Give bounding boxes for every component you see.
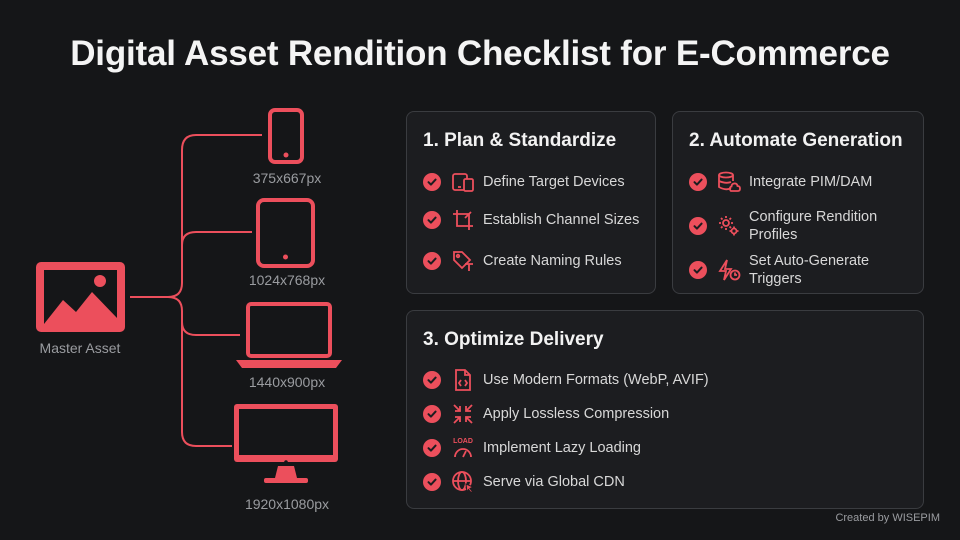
card-optimize-delivery: 3. Optimize Delivery Use Modern Formats … (406, 310, 924, 509)
checklist-item: Configure Rendition Profiles (689, 208, 899, 244)
checklist-item: Serve via Global CDN (423, 470, 625, 494)
checklist-item: Integrate PIM/DAM (689, 170, 872, 194)
page-title: Digital Asset Rendition Checklist for E-… (70, 34, 890, 73)
check-icon (423, 211, 441, 229)
connector-lines (130, 134, 262, 447)
card-title: 2. Automate Generation (689, 130, 903, 151)
check-icon (689, 217, 707, 235)
checklist-item: Apply Lossless Compression (423, 402, 669, 426)
connector-monitor (181, 320, 232, 447)
item-text: Use Modern Formats (WebP, AVIF) (483, 372, 709, 388)
check-icon (423, 252, 441, 270)
card-title: 1. Plan & Standardize (423, 130, 617, 151)
code-file-icon (451, 368, 475, 392)
monitor-icon (234, 404, 338, 483)
compress-icon (451, 402, 475, 426)
check-icon (689, 261, 707, 279)
item-text: Integrate PIM/DAM (749, 174, 873, 190)
crop-icon (451, 208, 475, 232)
rendition-label-tablet: 1024x768px (248, 272, 326, 288)
check-icon (423, 405, 441, 423)
check-icon (423, 173, 441, 191)
checklist-item: Define Target Devices (423, 170, 625, 194)
item-text: Serve via Global CDN (483, 474, 625, 490)
connector-laptop (167, 296, 240, 336)
item-text: Create Naming Rules (483, 253, 622, 269)
checklist-item: Create Naming Rules (423, 249, 622, 273)
checklist-item: Establish Channel Sizes (423, 208, 639, 232)
smartphone-icon (268, 108, 304, 164)
check-icon (689, 173, 707, 191)
connector-tablet (181, 231, 252, 246)
check-icon (423, 439, 441, 457)
item-text: Apply Lossless Compression (483, 406, 670, 422)
master-asset-label: Master Asset (39, 340, 121, 356)
checklist-item: LOAD Implement Lazy Loading (423, 436, 641, 460)
rendition-label-smartphone: 375x667px (252, 170, 322, 186)
load-gauge-icon: LOAD (451, 436, 475, 460)
rendition-label-monitor: 1920x1080px (244, 496, 330, 512)
laptop-icon (236, 302, 342, 368)
item-text: Define Target Devices (483, 174, 625, 190)
item-text: Implement Lazy Loading (483, 440, 641, 456)
database-cloud-icon (717, 170, 741, 194)
checklist-item: Set Auto-Generate Triggers (689, 252, 899, 288)
item-text: Configure Rendition Profiles (749, 209, 878, 243)
globe-cursor-icon (451, 470, 475, 494)
gears-icon (717, 214, 741, 238)
connector-smartphone (130, 134, 262, 298)
master-image-icon (36, 262, 125, 332)
item-text: Establish Channel Sizes (483, 212, 640, 228)
tablet-icon (256, 198, 315, 268)
check-icon (423, 371, 441, 389)
tag-text-icon (451, 249, 475, 273)
rendition-label-laptop: 1440x900px (248, 374, 326, 390)
credit-text: Created by WISEPIM (835, 512, 940, 524)
card-plan-standardize: 1. Plan & Standardize Define Target Devi… (406, 111, 656, 294)
devices-icon (451, 170, 475, 194)
svg-text:LOAD: LOAD (453, 438, 473, 445)
bolt-clock-icon (717, 258, 741, 282)
item-text: Set Auto-Generate Triggers (749, 253, 870, 287)
checklist-item: Use Modern Formats (WebP, AVIF) (423, 368, 709, 392)
check-icon (423, 473, 441, 491)
card-title: 3. Optimize Delivery (423, 329, 604, 350)
card-automate-generation: 2. Automate Generation Integrate PIM/DAM… (672, 111, 924, 294)
